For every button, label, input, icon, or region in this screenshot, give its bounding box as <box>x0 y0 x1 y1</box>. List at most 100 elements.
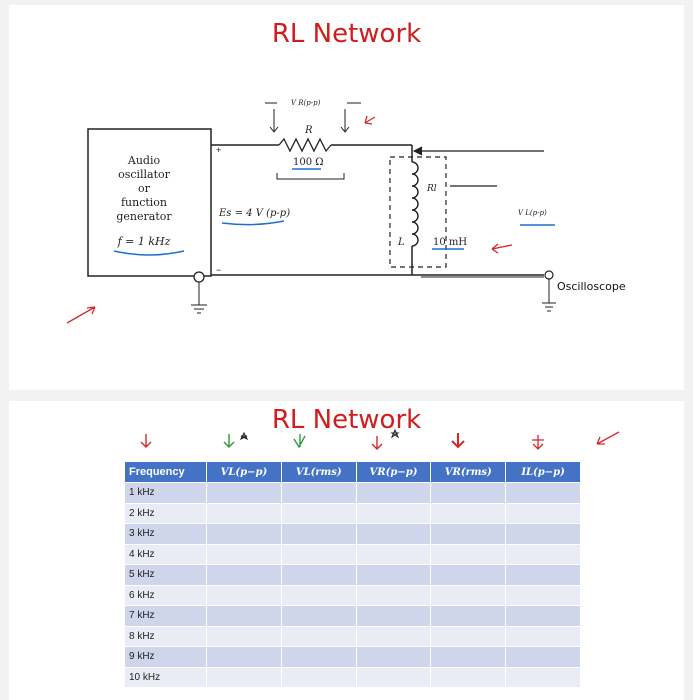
data-cell[interactable] <box>206 646 282 668</box>
header-vl-rms: VL(rms) <box>280 461 357 483</box>
data-cell[interactable] <box>280 564 357 586</box>
data-cell[interactable] <box>430 523 507 545</box>
frequency-cell: 8 kHz <box>124 625 207 647</box>
table-row: 2 kHz <box>124 502 581 524</box>
data-cell[interactable] <box>280 584 357 606</box>
generator-line2: oscillator <box>118 168 171 181</box>
header-vr-rms: VR(rms) <box>430 461 507 483</box>
header-vl-pp: VL(p−p) <box>206 461 282 483</box>
table-row: 8 kHz <box>124 625 581 647</box>
resistor-symbol <box>278 137 332 153</box>
generator-line3: or <box>138 182 151 195</box>
table-row: 5 kHz <box>124 564 581 586</box>
oscilloscope-label: Oscilloscope <box>557 280 626 293</box>
inductor-resistance-label: Rl <box>426 184 437 194</box>
generator-line1: Audio <box>127 154 161 167</box>
data-cell[interactable] <box>430 482 507 504</box>
data-cell[interactable] <box>206 502 282 524</box>
data-cell[interactable] <box>505 666 581 688</box>
data-cell[interactable] <box>280 666 357 688</box>
generator-line4: function <box>121 196 167 209</box>
data-cell[interactable] <box>505 564 581 586</box>
data-cell[interactable] <box>430 625 507 647</box>
resistor-value: 100 Ω <box>293 157 324 168</box>
table-row: 10 kHz <box>124 666 581 688</box>
resistor-voltage-label: V R(p-p) <box>291 99 321 107</box>
data-cell[interactable] <box>280 502 357 524</box>
data-cell[interactable] <box>280 625 357 647</box>
generator-freq: f = 1 kHz <box>117 235 171 248</box>
frequency-cell: 4 kHz <box>124 543 207 565</box>
inductor-value: 10 mH <box>433 237 467 248</box>
data-cell[interactable] <box>355 543 432 565</box>
annotation-marks <box>140 428 620 450</box>
header-il-pp: IL(p−p) <box>505 461 581 483</box>
data-cell[interactable] <box>430 646 507 668</box>
data-cell[interactable] <box>280 523 357 545</box>
data-cell[interactable] <box>505 482 581 504</box>
table-row: 4 kHz <box>124 543 581 565</box>
table-row: 3 kHz <box>124 523 581 545</box>
source-label: Es = 4 V (p-p) <box>218 208 290 219</box>
inductor-voltage-label: V L(p-p) <box>518 209 547 217</box>
slide-circuit: RL Network Audio oscillator or function … <box>9 5 684 390</box>
data-cell[interactable] <box>505 502 581 524</box>
frequency-cell: 9 kHz <box>124 646 207 668</box>
data-cell[interactable] <box>505 625 581 647</box>
header-frequency: Frequency <box>124 461 207 483</box>
data-cell[interactable] <box>206 666 282 688</box>
data-cell[interactable] <box>280 646 357 668</box>
inductor-label: L <box>397 237 405 248</box>
data-cell[interactable] <box>355 523 432 545</box>
slide-table: RL Network Frequency VL(p−p) VL(rms) VR(… <box>9 401 684 700</box>
data-cell[interactable] <box>280 482 357 504</box>
data-cell[interactable] <box>430 502 507 524</box>
data-cell[interactable] <box>505 584 581 606</box>
data-cell[interactable] <box>430 666 507 688</box>
data-cell[interactable] <box>505 605 581 627</box>
circuit-diagram: Audio oscillator or function generator f… <box>66 99 556 324</box>
data-cell[interactable] <box>206 482 282 504</box>
data-cell[interactable] <box>355 482 432 504</box>
generator-line5: generator <box>116 210 172 223</box>
data-cell[interactable] <box>206 605 282 627</box>
measurement-table: Frequency VL(p−p) VL(rms) VR(p−p) VR(rms… <box>124 461 581 688</box>
frequency-cell: 10 kHz <box>124 666 207 688</box>
frequency-cell: 3 kHz <box>124 523 207 545</box>
data-cell[interactable] <box>505 523 581 545</box>
data-cell[interactable] <box>355 564 432 586</box>
data-cell[interactable] <box>355 646 432 668</box>
data-cell[interactable] <box>206 564 282 586</box>
header-vr-pp: VR(p−p) <box>355 461 432 483</box>
data-cell[interactable] <box>505 543 581 565</box>
frequency-cell: 7 kHz <box>124 605 207 627</box>
data-cell[interactable] <box>355 584 432 606</box>
data-cell[interactable] <box>430 543 507 565</box>
data-cell[interactable] <box>355 605 432 627</box>
svg-text:−: − <box>216 265 221 275</box>
frequency-cell: 5 kHz <box>124 564 207 586</box>
data-cell[interactable] <box>206 625 282 647</box>
frequency-cell: 2 kHz <box>124 502 207 524</box>
svg-text:+: + <box>216 145 221 155</box>
frequency-cell: 6 kHz <box>124 584 207 606</box>
data-cell[interactable] <box>430 584 507 606</box>
generator-box <box>87 128 212 277</box>
data-cell[interactable] <box>355 625 432 647</box>
data-cell[interactable] <box>206 523 282 545</box>
data-cell[interactable] <box>430 564 507 586</box>
table-row: 7 kHz <box>124 605 581 627</box>
data-cell[interactable] <box>355 502 432 524</box>
data-cell[interactable] <box>355 666 432 688</box>
data-cell[interactable] <box>280 605 357 627</box>
data-cell[interactable] <box>505 646 581 668</box>
data-cell[interactable] <box>206 584 282 606</box>
inductor-symbol <box>411 161 419 247</box>
table-row: 1 kHz <box>124 482 581 504</box>
slide2-title: RL Network <box>271 405 422 435</box>
data-cell[interactable] <box>430 605 507 627</box>
data-cell[interactable] <box>280 543 357 565</box>
table-header-row: Frequency VL(p−p) VL(rms) VR(p−p) VR(rms… <box>124 461 581 483</box>
frequency-cell: 1 kHz <box>124 482 207 504</box>
data-cell[interactable] <box>206 543 282 565</box>
